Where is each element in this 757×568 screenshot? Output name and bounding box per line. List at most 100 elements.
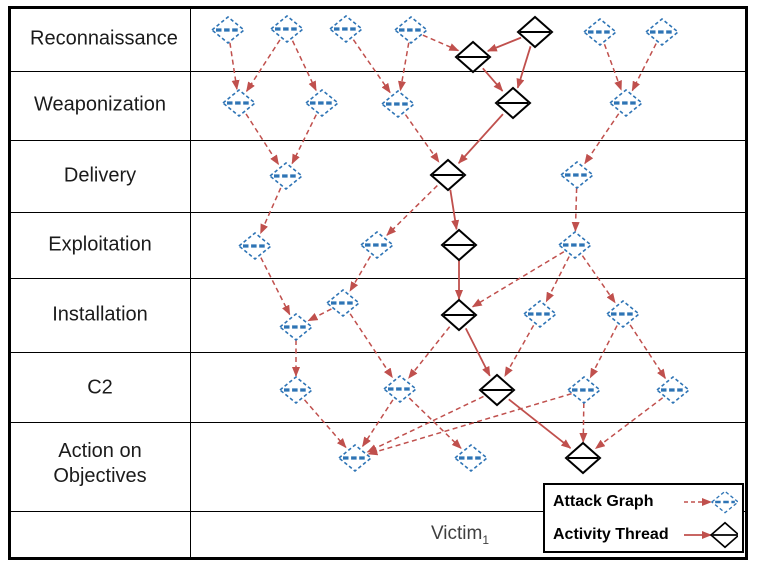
node-i4 xyxy=(605,299,641,329)
edge-bc-ba-solid xyxy=(508,398,572,449)
edge-e3-i4-dashed xyxy=(581,255,616,304)
node-e1 xyxy=(237,231,273,261)
edge-w4-d2-dashed xyxy=(584,113,620,165)
edge-w2-d1-dashed xyxy=(291,114,317,165)
row-label-reconnaissance: Reconnaissance xyxy=(30,27,178,50)
node-bi xyxy=(440,298,478,332)
node-c4 xyxy=(655,375,691,405)
edge-b3-be-solid xyxy=(449,189,460,231)
edge-r3-w3-dashed xyxy=(352,39,391,94)
edge-d1-e1-dashed xyxy=(259,187,282,235)
edge-e1-i1-dashed xyxy=(260,257,291,316)
node-i2 xyxy=(325,288,361,318)
row-divider xyxy=(10,511,747,512)
node-e2 xyxy=(359,230,395,260)
edge-c3-ba-dashed xyxy=(579,402,588,444)
table-outer-border xyxy=(8,6,748,560)
row-label-action-on-objectives: Action on Objectives xyxy=(53,440,147,487)
node-b2 xyxy=(494,86,532,120)
row-label-weaponization: Weaponization xyxy=(34,93,166,116)
legend-row-activity-thread: Activity Thread xyxy=(545,519,742,551)
edge-b1-b2-solid xyxy=(482,67,504,92)
row-divider xyxy=(10,71,747,72)
edge-bc-a1-dashed xyxy=(366,395,484,453)
node-w4 xyxy=(608,88,644,118)
legend: Attack Graph Activity Thread xyxy=(543,483,744,553)
victim-label: Victim1 xyxy=(430,523,490,547)
edge-c3-a1-dashed xyxy=(367,392,572,456)
edge-r1-w1-dashed xyxy=(229,42,240,91)
edge-r6-w4-dashed xyxy=(631,43,657,92)
node-be xyxy=(440,228,478,262)
solid-arrow-black-diamond-icon xyxy=(684,521,741,548)
node-r6 xyxy=(644,17,680,47)
row-label-c2: C2 xyxy=(87,376,113,399)
node-r2 xyxy=(269,14,305,44)
activity-thread-node-icon xyxy=(709,521,741,548)
node-i3 xyxy=(522,299,558,329)
edge-r2-w1-dashed xyxy=(245,39,281,93)
edge-b3-e2-dashed xyxy=(386,184,438,236)
edge-r4-b1-dashed xyxy=(422,34,460,52)
edge-r4-w3-dashed xyxy=(398,42,410,92)
edge-i4-c4-dashed xyxy=(629,324,666,380)
edge-c2-a1-dashed xyxy=(362,399,394,448)
node-a2 xyxy=(453,443,489,473)
node-r1 xyxy=(210,15,246,45)
edge-e2-i2-dashed xyxy=(349,255,372,292)
node-r3 xyxy=(328,14,364,44)
node-c1 xyxy=(278,375,314,405)
node-a1 xyxy=(337,443,373,473)
node-bc xyxy=(478,373,516,407)
legend-label-activity-thread: Activity Thread xyxy=(553,525,669,543)
row-label-delivery: Delivery xyxy=(63,164,137,187)
node-r4 xyxy=(393,15,429,45)
node-e3 xyxy=(557,230,593,260)
node-w1 xyxy=(221,88,257,118)
edge-w3-b3-dashed xyxy=(404,114,440,163)
row-divider xyxy=(10,140,747,141)
attack-graph-swatch-icon xyxy=(682,487,740,517)
edge-b2-b3-solid xyxy=(458,113,504,164)
node-b3 xyxy=(429,158,467,192)
legend-row-attack-graph: Attack Graph xyxy=(545,486,742,518)
node-b0 xyxy=(516,15,554,49)
node-ba xyxy=(564,441,602,475)
edge-bi-c2-dashed xyxy=(408,326,451,379)
node-d1 xyxy=(268,161,304,191)
column-divider xyxy=(190,9,191,558)
node-d2 xyxy=(559,160,595,190)
edge-r5-w4-dashed xyxy=(603,43,622,91)
row-divider xyxy=(10,352,747,353)
row-label-installation: Installation xyxy=(52,303,148,326)
edge-c4-ba-dashed xyxy=(594,397,664,449)
edge-e3-i3-dashed xyxy=(545,256,570,303)
node-r5 xyxy=(582,17,618,47)
edge-c2-a2-dashed xyxy=(408,397,462,449)
edge-b0-b1-solid xyxy=(486,36,522,52)
edge-i3-bc-dashed xyxy=(504,324,535,377)
node-c3 xyxy=(566,375,602,405)
attack-graph-node-icon xyxy=(710,489,740,514)
victim-subscript: 1 xyxy=(482,532,490,547)
edge-w1-d1-dashed xyxy=(245,113,280,166)
edge-c1-a1-dashed xyxy=(303,399,347,449)
node-w3 xyxy=(380,89,416,119)
row-divider xyxy=(10,212,747,213)
legend-label-attack-graph: Attack Graph xyxy=(553,492,654,510)
edge-e3-bi-dashed xyxy=(471,251,565,308)
edge-i2-i1-dashed xyxy=(307,308,332,322)
node-c2 xyxy=(382,374,418,404)
edge-bi-bc-solid xyxy=(464,327,491,377)
dashed-arrow-blue-diamond-icon xyxy=(684,489,740,514)
edge-i4-c3-dashed xyxy=(589,325,618,379)
node-w2 xyxy=(304,88,340,118)
node-i1 xyxy=(278,312,314,342)
row-divider xyxy=(10,278,747,279)
row-label-exploitation: Exploitation xyxy=(48,233,152,256)
edge-r2-w2-dashed xyxy=(291,40,317,92)
node-b1 xyxy=(454,40,492,74)
